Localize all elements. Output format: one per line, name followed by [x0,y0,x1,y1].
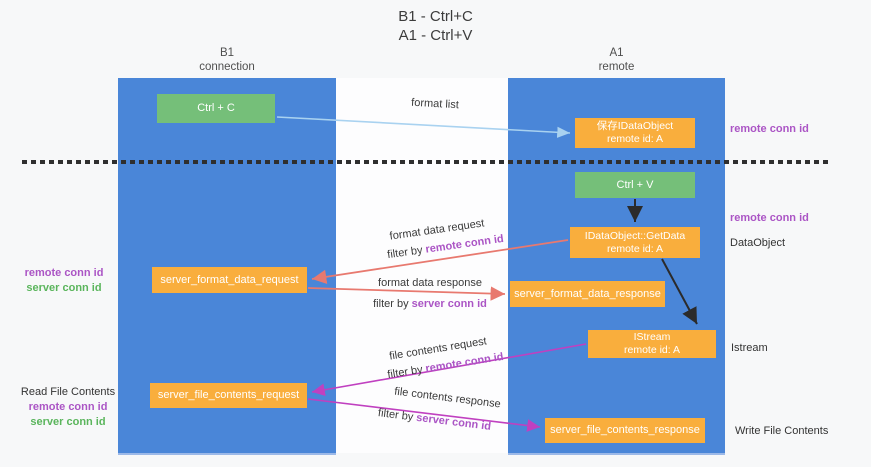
node-server-file-contents-request-label: server_file_contents_request [157,389,300,401]
node-server-format-data-request-label: server_format_data_request [160,273,299,286]
side-label-write-file-contents: Write File Contents [735,424,828,439]
diagram-title: B1 - Ctrl+C A1 - Ctrl+V [0,7,871,45]
side-label-istream-text: Istream [731,342,768,354]
node-server-file-contents-response: server_file_contents_response [545,418,705,443]
side-label-remote-conn-id-top-text: remote conn id [730,123,809,135]
node-save-idataobject-line2: remote id: A [606,133,664,145]
node-server-file-contents-response-label: server_file_contents_response [550,424,700,436]
side-label-read-file-contents: Read File Contents [20,386,116,398]
side-label-dataobject-text: DataObject [730,237,786,249]
node-save-idataobject-line1: 保存IDataObject [596,120,674,132]
right-column-name: A1 [609,47,624,59]
arrow-label-format-data-response: format data response [378,277,482,289]
side-label-dataobject: DataObject [730,236,785,251]
title-line-2: A1 - Ctrl+V [398,27,473,44]
side-label-server-conn-id-left: server conn id [26,282,102,294]
node-ctrl-c-label: Ctrl + C [197,102,235,114]
side-label-remote-conn-id-mid-text: remote conn id [730,212,809,224]
side-label-remote-conn-id-top: remote conn id [730,122,809,137]
side-label-remote-conn-id-left: remote conn id [24,267,104,279]
node-ctrl-v-label: Ctrl + V [616,178,654,191]
node-save-idataobject: 保存IDataObject remote id: A [575,118,695,148]
right-column-header: A1 remote [508,47,725,74]
right-column-role: remote [598,60,635,73]
side-label-remote-conn-id-mid: remote conn id [730,211,809,226]
node-server-format-data-response-label: server_format_data_response [514,287,661,300]
node-istream-line1: IStream [633,331,671,343]
side-label-remote-conn-id-left2: remote conn id [28,401,108,413]
node-server-file-contents-request: server_file_contents_request [150,383,307,408]
side-label-server-conn-id-left2: server conn id [30,416,106,428]
left-column-header: B1 connection [118,47,336,74]
node-server-format-data-response: server_format_data_response [510,281,665,307]
node-istream-line2: remote id: A [623,344,681,356]
side-label-conn-ids-format: remote conn id server conn id [20,266,108,296]
node-server-format-data-request: server_format_data_request [152,267,307,293]
filter-by-prefix-2: filter by [373,298,409,310]
node-ctrl-v: Ctrl + V [575,172,695,198]
filter-server-conn-id-1: server conn id [411,298,487,310]
arrow-label-filter-server-1: filter by server conn id [350,298,510,310]
node-istream: IStream remote id: A [588,330,716,358]
side-label-istream: Istream [731,341,768,356]
node-idataobject-getdata: IDataObject::GetData remote id: A [570,227,700,258]
machine-boundary-dashed-line [22,160,832,164]
side-label-write-file-contents-text: Write File Contents [735,425,829,437]
side-label-read-file-group: Read File Contents remote conn id server… [12,385,124,430]
node-getdata-line2: remote id: A [606,242,664,255]
node-getdata-line1: IDataObject::GetData [584,229,686,242]
title-line-1: B1 - Ctrl+C [398,8,473,25]
left-column-name: B1 [219,47,235,59]
left-column-role: connection [199,60,255,73]
node-ctrl-c: Ctrl + C [157,94,275,123]
